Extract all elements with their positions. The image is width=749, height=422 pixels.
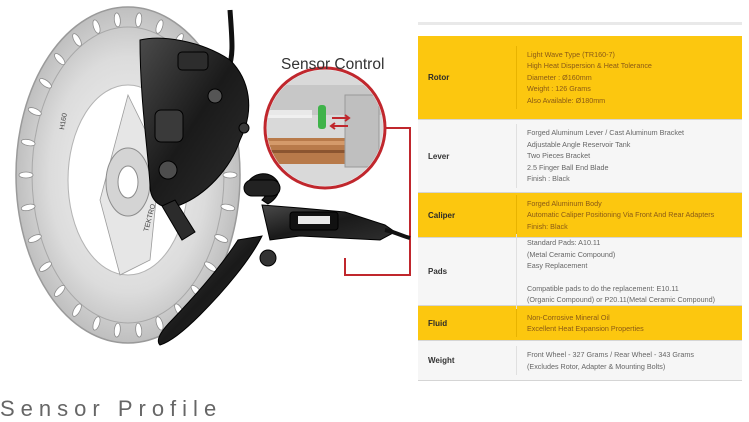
rotor-print-code: H160 [59, 113, 69, 131]
spec-row-value: Front Wheel - 327 Grams / Rear Wheel - 3… [516, 346, 742, 375]
spec-line: Forged Aluminum Body [527, 198, 602, 208]
spec-row-label: Weight [428, 356, 455, 365]
spec-line: High Heat Dispersion & Heat Tolerance [527, 61, 652, 71]
rotor-slot [135, 12, 143, 28]
spec-line: (Metal Ceramic Compound) [527, 249, 616, 259]
spec-row-label: Caliper [428, 210, 456, 220]
rotor-slot [222, 171, 238, 179]
spec-line: Also Available: Ø180mm [527, 95, 606, 105]
spec-line: Finish: Black [527, 221, 568, 231]
rotor-slot [27, 107, 42, 116]
rotor-slot [155, 316, 164, 331]
rotor-slot [18, 171, 34, 179]
sensor-connector-line [344, 127, 411, 276]
spec-line: (Excludes Rotor, Adapter & Mounting Bolt… [527, 361, 666, 371]
spec-line: Automatic Caliper Positioning Via Front … [527, 210, 715, 220]
brake-caliper [139, 9, 250, 241]
spec-line: Front Wheel - 327 Grams / Rear Wheel - 3… [527, 350, 694, 360]
spec-row-lever: Lever Forged Aluminum Lever / Cast Alumin… [418, 120, 742, 193]
spec-row-label: Lever [428, 151, 450, 161]
spec-row-pads: Pads Standard Pads: A10.11(Metal Ceramic … [418, 234, 742, 309]
rotor-slot [72, 303, 82, 317]
spec-row-value: Forged Aluminum Lever / Cast Aluminum Br… [516, 124, 742, 188]
spec-line: Finish : Black [527, 174, 570, 184]
rotor-slot [113, 12, 121, 28]
rotor-slot [54, 53, 66, 66]
rotor-slot [39, 261, 52, 272]
spec-table: Rotor Light Wave Type (TR160-7) High Heat … [418, 22, 742, 381]
spec-line: Forged Aluminum Lever / Cast Aluminum Br… [527, 128, 684, 138]
spec-line: Excellent Heat Expansion Properties [527, 324, 644, 333]
section-heading-cutoff: Sensor Profile [0, 396, 223, 421]
spec-line: Easy Replacement [527, 261, 588, 271]
spec-line: Standard Pads: A10.11 [527, 238, 601, 248]
spec-line: Weight : 126 Grams [527, 84, 591, 94]
rotor-slot [155, 19, 164, 34]
rotor-slot [54, 284, 66, 297]
rotor-slot [92, 316, 101, 331]
rotor-slot [135, 322, 143, 338]
spec-line: 2.5 Finger Ball End Blade [527, 162, 609, 172]
brake-lever [157, 173, 411, 346]
spec-row-rotor: Rotor Light Wave Type (TR160-7) High Heat … [418, 36, 742, 120]
spec-row-value: Light Wave Type (TR160-7) High Heat Dispe… [516, 45, 742, 110]
spec-row-label: Pads [428, 267, 448, 276]
rotor-slot [214, 234, 229, 243]
product-illustration: H160 TEKTRO [15, 6, 411, 346]
rotor-slot [20, 203, 36, 212]
spec-row-weight: Weight Front Wheel - 327 Grams / Rear Whe… [418, 341, 742, 381]
spec-line: Light Wave Type (TR160-7) [527, 49, 615, 59]
rotor-slot [20, 138, 36, 147]
spec-line [527, 272, 738, 283]
spec-line: Non-Corrosive Mineral Oil [527, 312, 610, 322]
spec-table-rows: Rotor Light Wave Type (TR160-7) High Heat … [418, 36, 742, 381]
rotor-slot [113, 322, 121, 338]
sensor-control-label: Sensor Control [281, 56, 385, 73]
spec-row-label: Rotor [428, 73, 450, 82]
spec-line: Diameter : Ø160mm [527, 72, 592, 82]
spec-line: Two Pieces Bracket [527, 151, 591, 161]
spec-line: Adjustable Angle Reservoir Tank [527, 139, 631, 149]
spec-row-value: Standard Pads: A10.11(Metal Ceramic Comp… [516, 234, 742, 309]
spec-table-top-gap [418, 25, 742, 36]
rotor-slot [72, 33, 82, 47]
rotor-slot [92, 19, 101, 34]
rotor-slot [27, 234, 42, 243]
spec-line: (Organic Compound) or P20.11(Metal Ceram… [527, 295, 716, 305]
rotor-slot [39, 78, 52, 89]
spec-row-label: Fluid [428, 318, 448, 328]
rotor-slot [220, 203, 236, 212]
sensor-control-zoom [263, 66, 387, 190]
spec-line: Compatible pads to do the replacement: E… [527, 283, 679, 293]
